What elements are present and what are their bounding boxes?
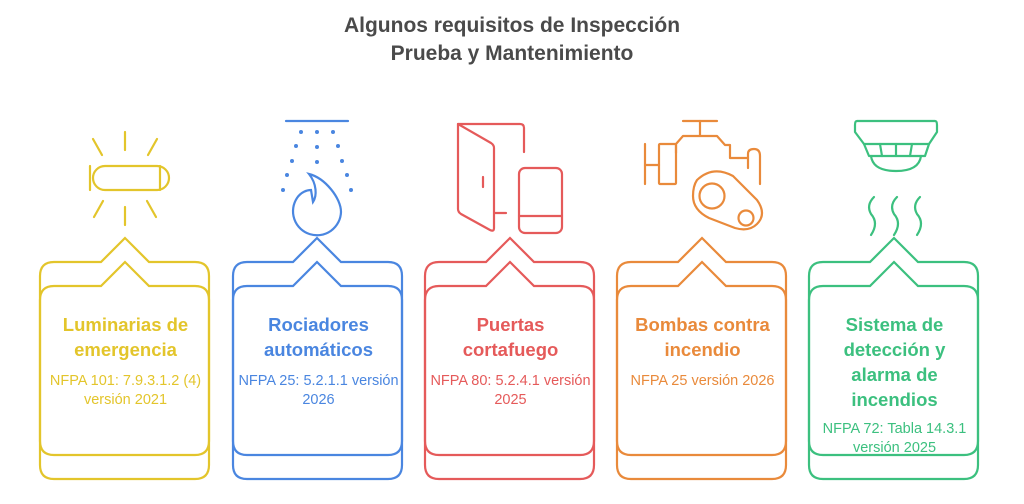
card-frame — [807, 236, 980, 481]
item-rociadores: Rociadores automáticos NFPA 25: 5.2.1.1 … — [225, 110, 410, 490]
emergency-light-icon — [88, 130, 171, 227]
fire-door-icon — [456, 122, 564, 235]
card-title: Rociadores automáticos — [264, 314, 373, 360]
card-frame — [423, 236, 596, 481]
card-text: Puertas cortafuego NFPA 80: 5.2.4.1 vers… — [427, 312, 594, 410]
card-text: Bombas contra incendio NFPA 25 versión 2… — [619, 312, 786, 391]
fire-pump-icon — [643, 119, 764, 231]
diagram-title: Algunos requisitos de Inspección Prueba … — [0, 12, 1024, 68]
title-line-2: Prueba y Mantenimiento — [390, 42, 634, 65]
item-luminarias: Luminarias de emergencia NFPA 101: 7.9.3… — [32, 110, 217, 490]
card-text: Rociadores automáticos NFPA 25: 5.2.1.1 … — [235, 312, 402, 410]
card-standard: NFPA 25 versión 2026 — [630, 373, 775, 389]
card-frame — [38, 236, 211, 481]
item-deteccion: Sistema de detección y alarma de incendi… — [801, 110, 986, 490]
card-frame — [615, 236, 788, 481]
card-text: Sistema de detección y alarma de incendi… — [817, 312, 972, 458]
card-title: Sistema de detección y alarma de incendi… — [843, 314, 946, 410]
item-bombas: Bombas contra incendio NFPA 25 versión 2… — [609, 110, 794, 490]
card-standard: NFPA 25: 5.2.1.1 versión 2026 — [238, 373, 399, 408]
card-title: Luminarias de emergencia — [62, 314, 189, 360]
smoke-detector-icon — [853, 119, 939, 237]
title-line-1: Algunos requisitos de Inspección — [343, 14, 681, 37]
card-standard: NFPA 101: 7.9.3.1.2 (4) versión 2021 — [49, 373, 202, 408]
card-standard: NFPA 72: Tabla 14.3.1 versión 2025 — [822, 421, 967, 456]
card-standard: NFPA 80: 5.2.4.1 versión 2025 — [430, 373, 591, 408]
sprinkler-fire-icon — [281, 119, 353, 237]
card-text: Luminarias de emergencia NFPA 101: 7.9.3… — [42, 312, 209, 410]
card-frame — [231, 236, 404, 481]
item-puertas: Puertas cortafuego NFPA 80: 5.2.4.1 vers… — [417, 110, 602, 490]
card-title: Bombas contra incendio — [635, 314, 770, 360]
card-title: Puertas cortafuego — [462, 314, 559, 360]
